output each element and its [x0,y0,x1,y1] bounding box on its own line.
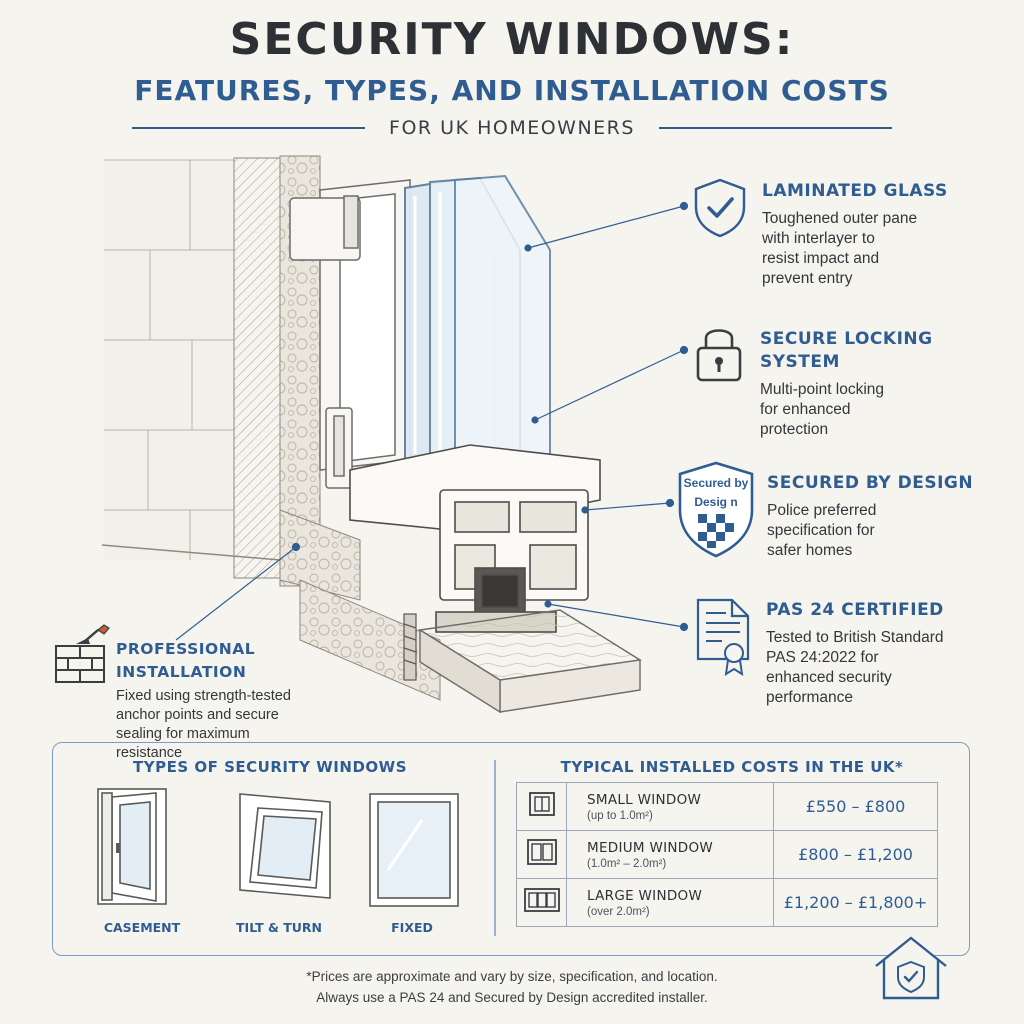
feature-desc-line: prevent entry [762,270,853,287]
feature-desc-line: performance [766,689,854,706]
feature-desc-line: Toughened outer pane [762,210,918,227]
padlock-icon [696,329,742,382]
feature-laminated-glass: LAMINATED GLASS Toughened outer pane wit… [762,180,982,289]
types-heading: TYPES OF SECURITY WINDOWS [133,758,407,776]
feature-desc-line: Police preferred [767,502,877,519]
brick-wall [104,159,234,560]
feature-desc-line: Tested to British Standard [766,629,944,646]
row-title: SMALL WINDOW [587,791,702,808]
badge-line-2: Desig n [694,495,737,509]
costs-heading: TYPICAL INSTALLED COSTS IN THE UK* [560,758,904,776]
row-title: MEDIUM WINDOW [587,839,714,856]
callout-leaders [175,201,689,641]
anchor-screw [403,613,417,681]
footnote-line-1: *Prices are approximate and vary by size… [306,969,718,984]
feature-title: SECURE LOCKING [760,329,933,349]
secured-by-design-badge: Secured by Desig n [678,461,754,558]
shield-check-icon [694,178,746,238]
house-shield-icon [875,936,947,1000]
bricks-trowel-icon [55,624,110,683]
footnote: *Prices are approximate and vary by size… [0,966,1024,1008]
feature-desc-line: Multi-point locking [760,381,885,398]
window-sill [418,609,642,714]
feature-title: PROFESSIONAL INSTALLATION [116,640,256,681]
feature-desc-line: resist impact and [762,250,880,267]
feature-desc-line: with interlayer to [762,230,875,247]
tagline-rule-left [132,127,366,129]
type-label-fixed: FIXED [391,920,433,935]
feature-title: SECURED BY DESIGN [767,473,974,493]
table-row: SMALL WINDOW (up to 1.0m²) £550 – £800 [516,782,938,831]
panel-divider [494,760,496,936]
page-subtitle: FEATURES, TYPES, AND INSTALLATION COSTS [134,74,890,107]
footnote-line-2: Always use a PAS 24 and Secured by Desig… [316,990,708,1005]
feature-professional-installation: PROFESSIONAL INSTALLATION Fixed using st… [116,638,376,763]
tagline-rule-right [658,127,892,129]
feature-desc-line: sealing for maximum [116,726,250,742]
table-row: MEDIUM WINDOW (1.0m² – 2.0m²) £800 – £1,… [516,830,938,879]
feature-title: LAMINATED GLASS [762,181,948,201]
page-title: SECURITY WINDOWS: [229,14,795,65]
row-size: (over 2.0m²) [587,905,650,918]
feature-desc-line: resistance [116,745,183,761]
feature-pas24: PAS 24 CERTIFIED Tested to British Stand… [766,599,996,708]
certificate-icon [696,598,750,676]
feature-desc-line: anchor points and secure [116,707,279,723]
row-price: £800 – £1,200 [773,830,938,879]
feature-title: PAS 24 CERTIFIED [766,600,944,620]
row-price: £550 – £800 [773,782,938,831]
tagline-row: FOR UK HOMEOWNERS [132,116,892,140]
feature-desc-line: PAS 24:2022 for [766,649,879,666]
triple-glazing [404,174,551,480]
upvc-profile [349,444,601,633]
feature-desc-line: protection [760,421,829,438]
medium-window-icon [516,830,567,879]
small-window-icon [516,782,567,831]
row-price: £1,200 – £1,800+ [773,878,938,927]
row-size: (up to 1.0m²) [587,809,653,822]
feature-desc-line: specification for [767,522,875,539]
window-frame [289,179,411,489]
large-window-icon [516,878,567,927]
row-title: LARGE WINDOW [587,887,703,904]
feature-desc-line: for enhanced [760,401,851,418]
tilt-turn-window-icon [239,793,331,899]
costs-table: SMALL WINDOW (up to 1.0m²) £550 – £800 M… [516,782,938,927]
table-row: LARGE WINDOW (over 2.0m²) £1,200 – £1,80… [516,878,938,927]
feature-title: SYSTEM [760,352,840,372]
fixed-window-icon [369,793,459,907]
row-size: (1.0m² – 2.0m²) [587,857,667,870]
type-label-casement: CASEMENT [103,920,181,935]
feature-desc-line: enhanced security [766,669,892,686]
feature-desc-line: Fixed using strength-tested [116,688,291,704]
info-panel [52,742,970,956]
feature-desc-line: safer homes [767,542,853,559]
type-label-tilt-turn: TILT & TURN [236,920,322,935]
casement-window-icon [97,788,167,905]
badge-line-1: Secured by [684,476,749,490]
feature-secured-by-design: SECURED BY DESIGN Police preferred speci… [767,472,997,561]
feature-secure-locking: SECURE LOCKING SYSTEM Multi-point lockin… [760,328,980,440]
tagline: FOR UK HOMEOWNERS [389,117,635,139]
window-cross-section-illustration [101,155,689,714]
